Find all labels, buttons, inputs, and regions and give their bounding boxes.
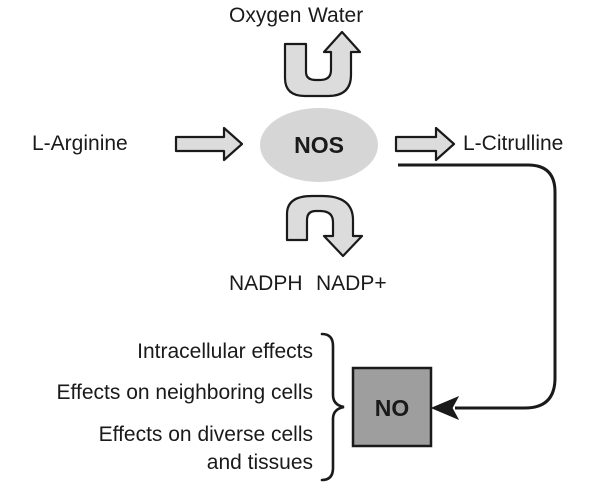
nadph-arrow <box>285 194 364 258</box>
effects-brace <box>320 332 345 482</box>
l-arginine-label: L-Arginine <box>32 132 128 155</box>
oxygen-water-arrow <box>283 30 362 98</box>
nos-label: NOS <box>294 132 344 158</box>
no-arrowhead <box>430 395 460 421</box>
effect-diverse-cells: Effects on diverse cells <box>99 423 313 446</box>
effect-neighboring-cells: Effects on neighboring cells <box>57 381 313 404</box>
no-label: NO <box>375 395 410 421</box>
citrulline-arrow <box>394 126 456 162</box>
oxygen-label: Oxygen <box>229 4 301 27</box>
effect-intracellular: Intracellular effects <box>137 340 313 363</box>
l-citrulline-label: L-Citrulline <box>463 132 563 155</box>
water-label: Water <box>308 4 363 27</box>
effect-tissues: and tissues <box>207 451 313 474</box>
no-box <box>351 366 433 448</box>
arginine-arrow <box>174 126 244 162</box>
nadph-label: NADPH <box>229 272 303 295</box>
nadp-plus-label: NADP+ <box>316 272 387 295</box>
nos-enzyme-ellipse <box>260 108 378 182</box>
no-connector-line <box>398 163 557 410</box>
